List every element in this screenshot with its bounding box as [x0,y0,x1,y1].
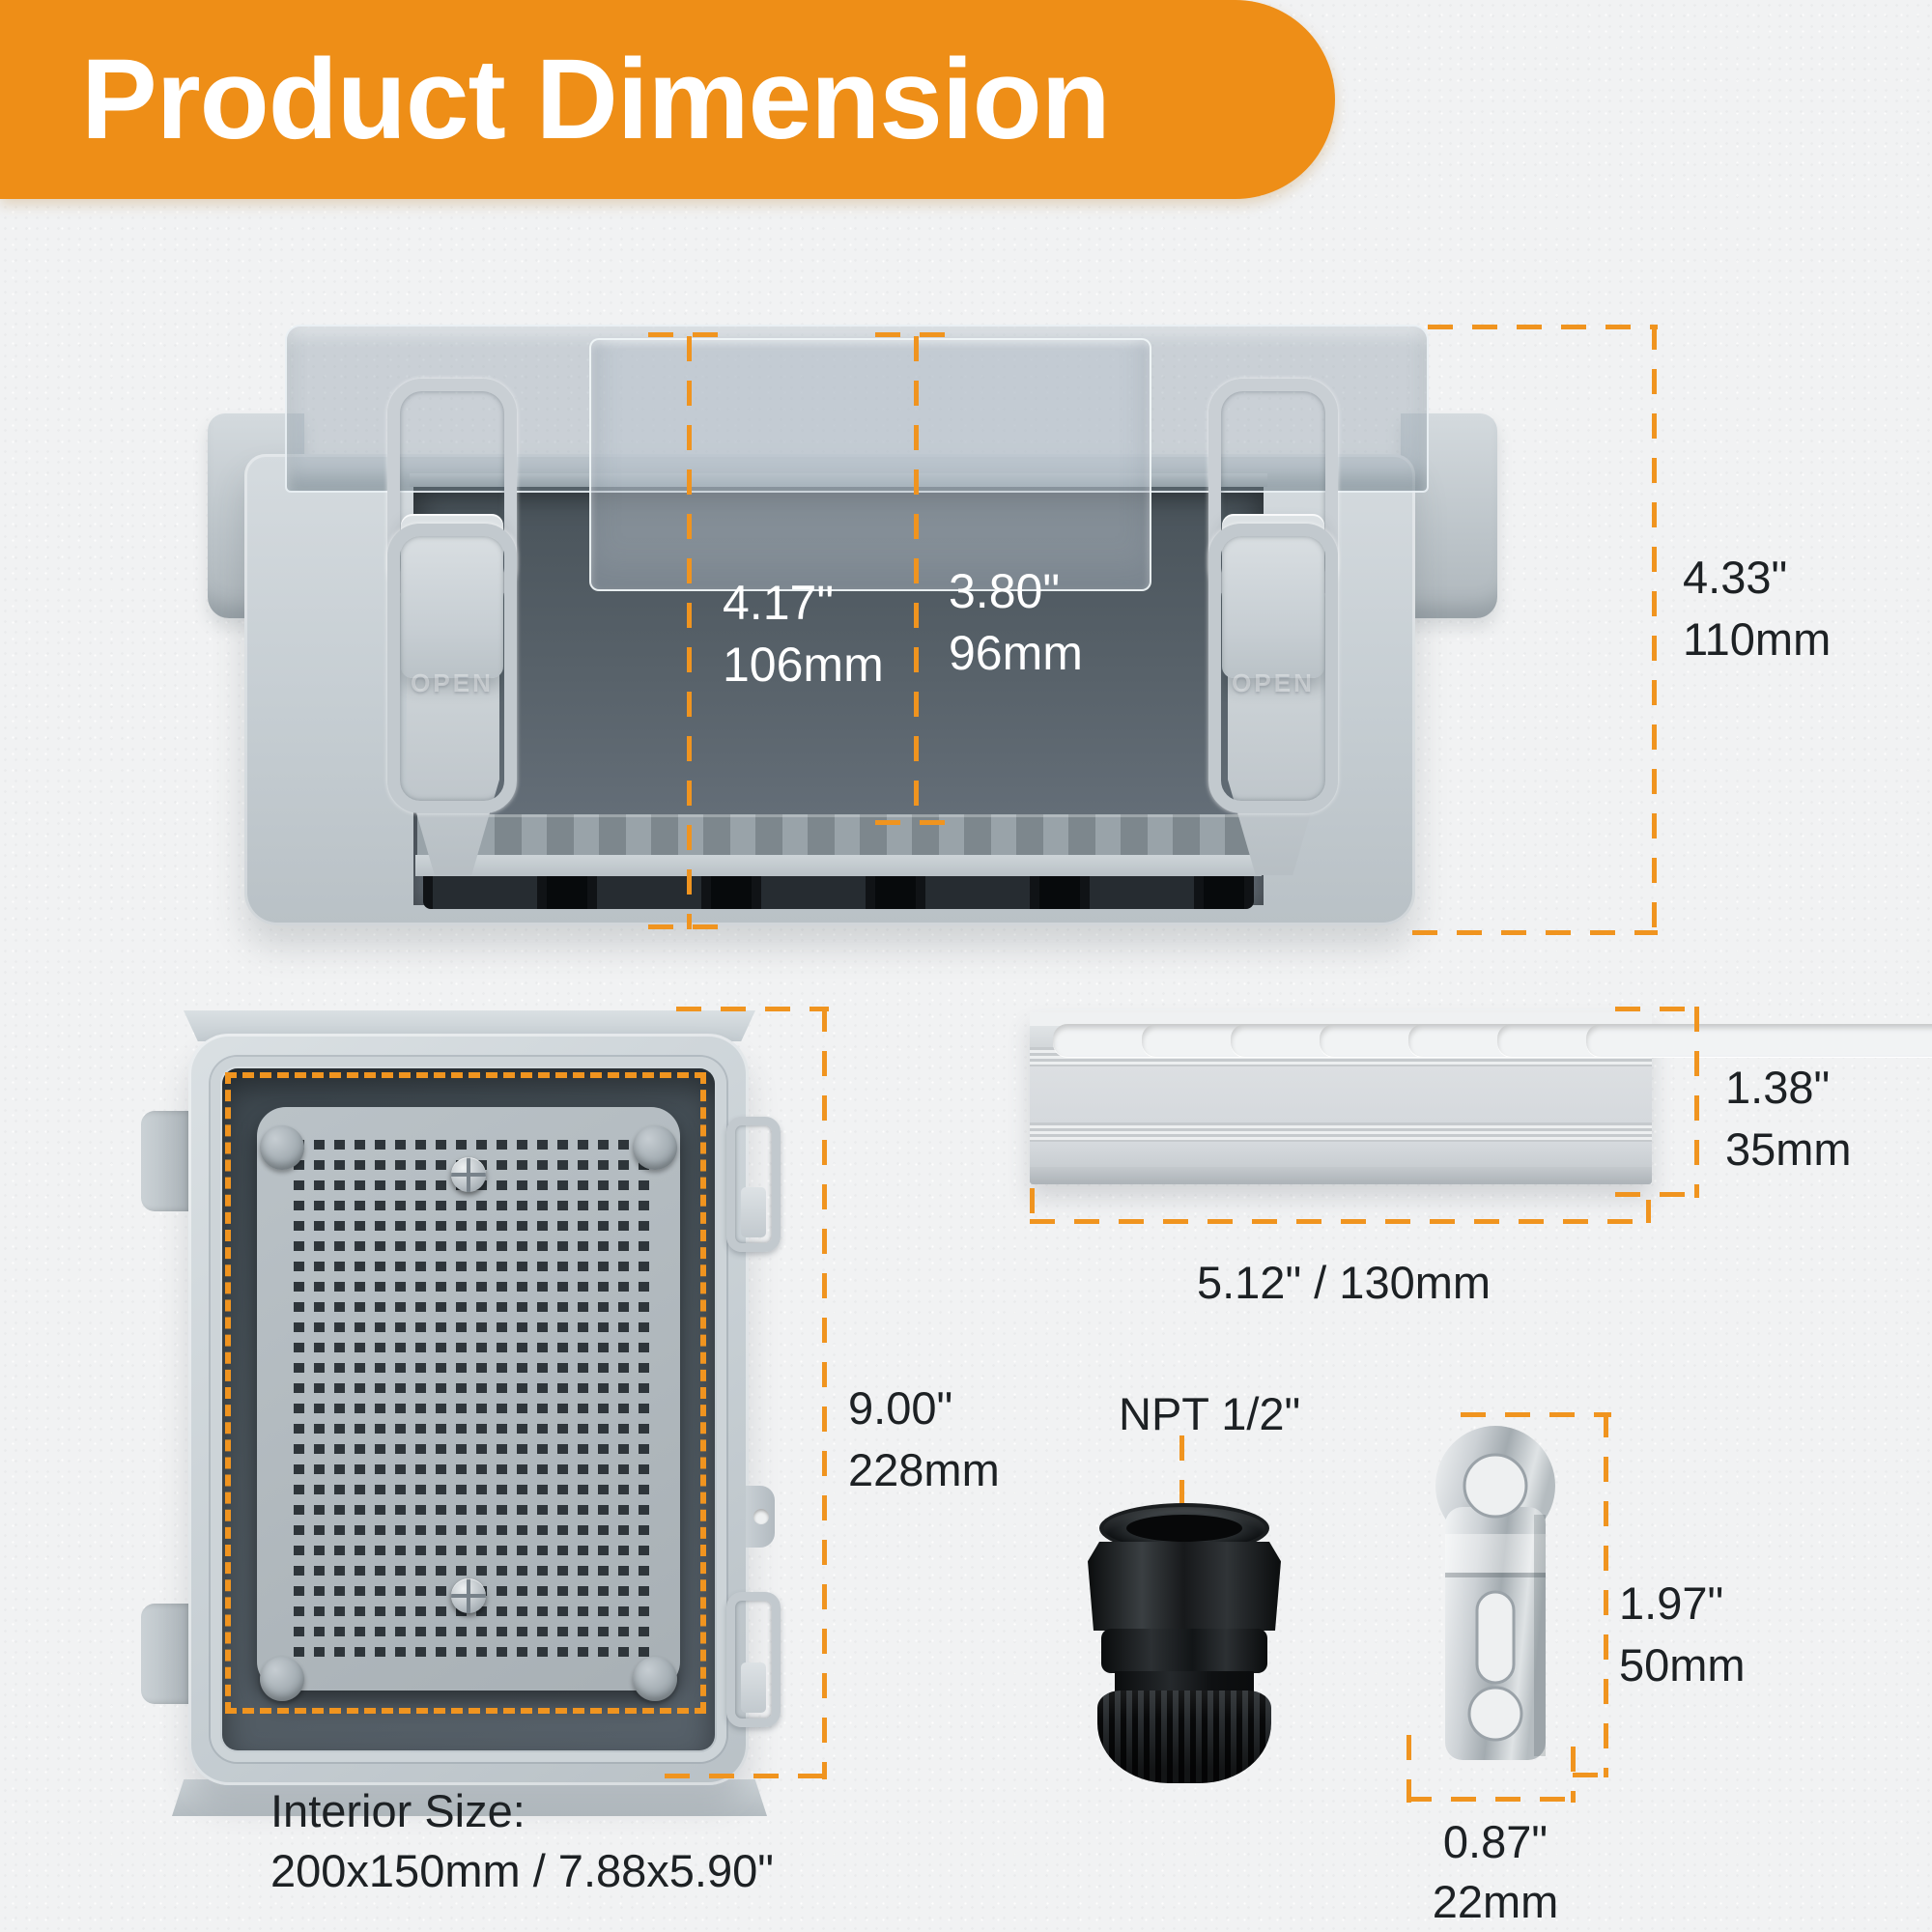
mount-flange-right [1401,413,1497,618]
dimension-value: 0.87" [1442,1816,1548,1867]
dimension-value: 35mm [1725,1123,1852,1175]
dimension-line-9-top [676,1007,829,1011]
dimension-value: 1.97" [1619,1577,1724,1629]
dimension-value: 3.80" [949,564,1061,618]
latch-right: OPEN [1201,379,1346,920]
dimension-line-9 [822,1007,827,1779]
corner-boss [633,1125,677,1170]
dimension-line-rail-length [1030,1219,1652,1224]
enclosure-floor-grooves [417,814,1260,855]
latch-lower [726,1592,781,1727]
dimension-tick [875,820,956,825]
dimension-line-height-top [1428,325,1658,329]
hinge-lower [141,1604,193,1704]
title-banner: Product Dimension [0,0,1335,199]
gland-neck [1115,1671,1254,1692]
dimension-label-height: 4.33" 110mm [1683,547,1831,670]
dimension-label-rail-height: 1.38" 35mm [1725,1057,1852,1180]
corner-boss [260,1657,304,1701]
mounting-bracket-graphic [1435,1426,1555,1760]
lock-ear [746,1486,775,1548]
din-rail-slot [1586,1024,1932,1057]
dimension-value: 110mm [1683,613,1832,665]
dimension-line-9-bottom [665,1774,829,1778]
corner-boss [260,1125,304,1170]
din-rail [1030,1012,1932,1184]
dimension-line-height [1652,325,1657,935]
dimension-label-depth-lid: 3.80" 96mm [949,560,1083,684]
dimension-value: 96mm [949,626,1083,680]
dimension-line-height-bottom [1412,930,1658,935]
transparent-lid-panel [589,338,1151,591]
din-rail-face [1030,1142,1652,1167]
dimension-tick [875,332,956,337]
dimension-value: 1.38" [1725,1062,1831,1113]
dimension-value: 106mm [723,638,884,692]
gland-knurled-cap [1097,1690,1271,1783]
dimension-line-bracket-height [1604,1412,1608,1777]
gland-pointer-line [1179,1435,1184,1524]
dimension-tick [1406,1735,1411,1803]
interior-size-label: Interior Size: [270,1785,526,1836]
dimension-tick [1615,1192,1704,1197]
dimension-label-depth-inner: 4.17" 106mm [723,572,884,696]
phillips-screw [451,1157,486,1192]
latch-open-text: OPEN [1232,668,1315,697]
din-rail-edge [1030,1012,1652,1026]
interior-size-caption: Interior Size: 200x150mm / 7.88x5.90" [270,1781,774,1901]
phillips-screw [451,1578,486,1613]
latch-left: OPEN [380,379,525,920]
dimension-value: 22mm [1432,1876,1559,1927]
dimension-line-rail-height [1694,1007,1699,1198]
latch-open-text: OPEN [411,668,494,697]
interior-size-value: 200x150mm / 7.88x5.90" [270,1845,774,1896]
dimension-value: 4.17" [723,576,835,630]
enclosure-front-sill [415,855,1262,876]
dimension-tick [1646,1200,1651,1223]
dimension-label-bracket-height: 1.97" 50mm [1619,1573,1746,1696]
hinge-upper [141,1111,193,1211]
dimension-line-depth-inner [687,336,692,929]
latch-bail [1208,524,1338,813]
gland-hex-nut [1088,1542,1281,1631]
din-rail-ridges [1030,1122,1652,1142]
dimension-line-depth-lid [914,336,919,825]
terminal-blocks [423,876,1254,909]
door-recess-ring [211,1057,726,1762]
din-rail-web [1030,1066,1652,1122]
latch-bail [387,524,517,813]
dimension-tick [1571,1747,1576,1803]
dimension-value: 9.00" [848,1382,953,1434]
dimension-value: 4.33" [1683,552,1788,603]
page-title: Product Dimension [81,36,1111,163]
dimension-tick [648,332,729,337]
dimension-line-bracket-width [1406,1797,1577,1802]
dimension-value: 50mm [1619,1639,1746,1690]
dimension-label-bracket-width: 0.87" 22mm [1418,1812,1573,1932]
dimension-tick [1461,1412,1611,1417]
dimension-value: 228mm [848,1444,1000,1495]
dimension-tick [648,924,729,929]
din-rail-edge [1030,1167,1652,1184]
gland-locknut [1101,1629,1267,1673]
dimension-label-rail-length: 5.12" / 130mm [1196,1257,1492,1308]
perforated-mounting-plate [257,1107,680,1690]
dimension-tick [1030,1188,1035,1223]
interior-outline-dashed [225,1072,706,1714]
dimension-tick [1573,1773,1609,1777]
wall-flange-bottom [172,1779,767,1816]
dimension-label-9: 9.00" 228mm [848,1378,1000,1501]
corner-boss [633,1657,677,1701]
gland-thread-label: NPT 1/2" [1119,1388,1301,1439]
dimension-tick [1615,1007,1704,1011]
latch-upper [726,1117,781,1252]
